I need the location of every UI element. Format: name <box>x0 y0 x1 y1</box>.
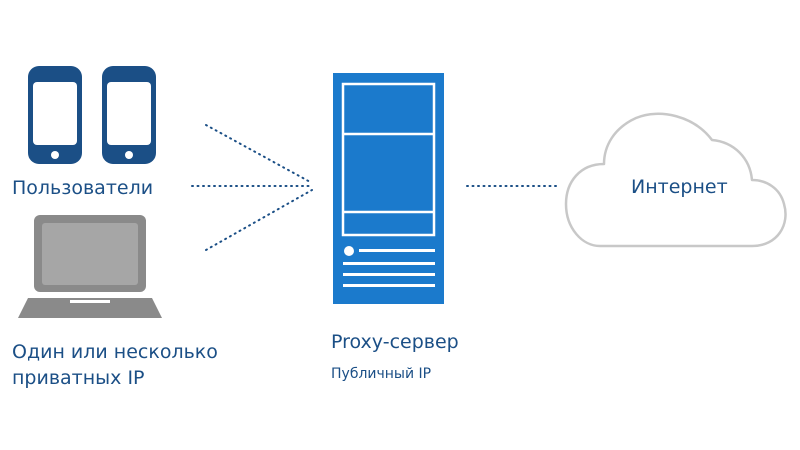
connector-dots-left <box>191 124 313 251</box>
internet-label: Интернет <box>631 176 728 198</box>
smartphone-left-icon <box>28 66 82 164</box>
connector-line-upper <box>205 124 313 184</box>
laptop-icon <box>18 215 162 318</box>
connector-line-lower <box>205 189 313 251</box>
server-tower-icon <box>333 73 444 304</box>
public-ip-label: Публичный IP <box>331 366 432 382</box>
smartphone-right-icon <box>102 66 156 164</box>
proxy-server-label: Proxy-сервер <box>331 331 459 353</box>
private-ip-label: Один или несколько приватных IP <box>12 341 218 389</box>
cloud-icon <box>564 112 787 248</box>
users-label: Пользователи <box>12 177 154 199</box>
